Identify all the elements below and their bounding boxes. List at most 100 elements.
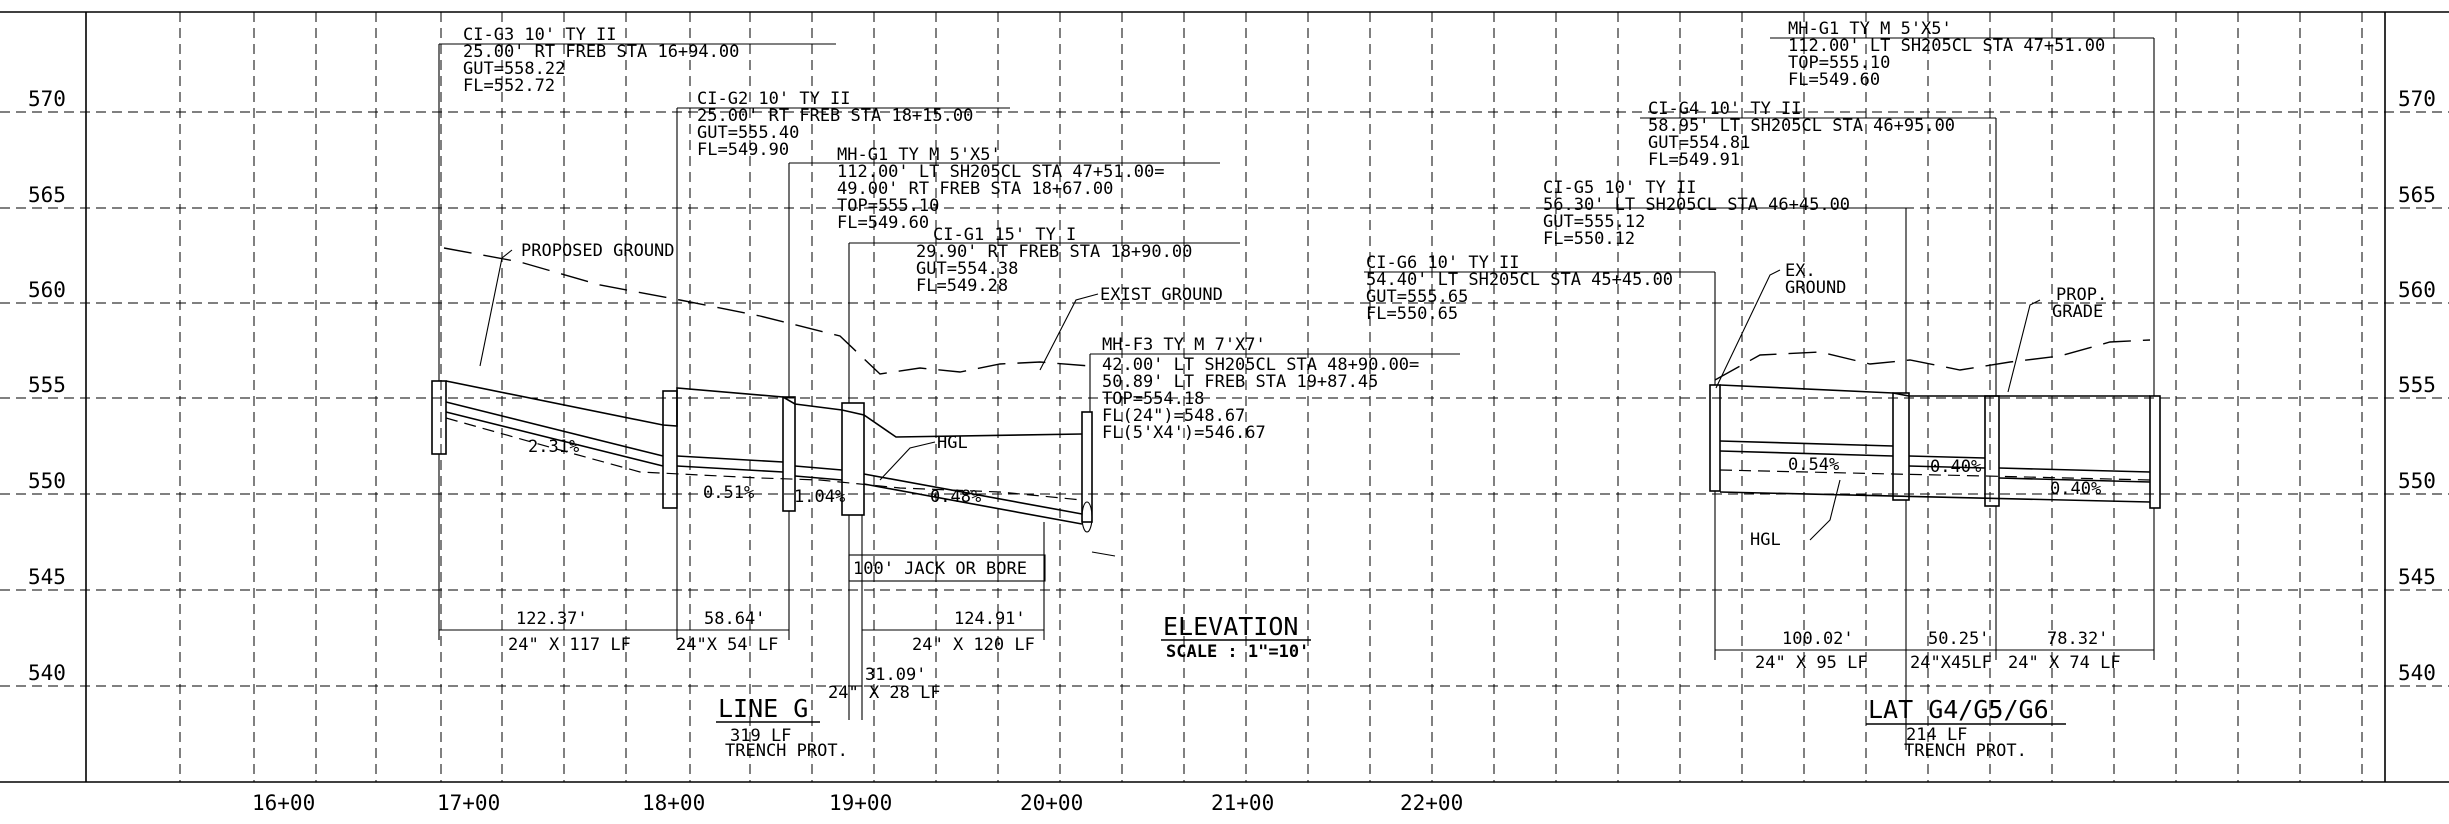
structure-id: CI-G1 15' TY I xyxy=(933,225,1076,245)
structure-id: CI-G6 10' TY II xyxy=(1366,253,1520,273)
elev-label: 550 xyxy=(2398,469,2436,493)
structure-fl: FL=549.90 xyxy=(697,140,789,160)
station-label: 19+00 xyxy=(829,791,892,815)
ci-g6-label: CI-G6 10' TY II 54.40' LT SH205CL STA 45… xyxy=(1364,253,1715,324)
station-label: 21+00 xyxy=(1211,791,1274,815)
exist-ground-callout: EXIST GROUND xyxy=(1100,285,1223,305)
elevation-title: ELEVATION xyxy=(1163,612,1298,641)
dimension-label: 78.32' xyxy=(2047,629,2108,649)
station-label: 17+00 xyxy=(437,791,500,815)
dimension-label: 31.09' xyxy=(865,665,926,685)
structure-ci-g2 xyxy=(662,390,678,509)
elevation-labels-left: 570 565 560 555 550 545 540 xyxy=(28,87,66,685)
slope-label: 2.31% xyxy=(528,437,579,457)
dimension-label: 124.91' xyxy=(954,609,1026,629)
ci-g4-label: CI-G4 10' TY II 58.95' LT SH205CL STA 46… xyxy=(1640,99,1996,170)
structure-location: 42.00' LT SH205CL STA 48+90.00= xyxy=(1102,355,1419,375)
structure-fl-box: FL(5'X4')=546.67 xyxy=(1102,423,1266,443)
slope-label: 0.40% xyxy=(1930,457,1981,477)
dimension-label: 100.02' xyxy=(1782,629,1854,649)
station-label: 22+00 xyxy=(1400,791,1463,815)
structure-id: MH-G1 TY M 5'X5' xyxy=(1788,19,1952,39)
line-g-profile xyxy=(431,44,1116,557)
elev-label: 545 xyxy=(28,565,66,589)
structure-location: 25.00' RT FREB STA 16+94.00 xyxy=(463,42,739,62)
pipe-label: 24" X 28 LF xyxy=(828,683,941,703)
line-g-trench: TRENCH PROT. xyxy=(725,741,848,761)
slope-label: 0.51% xyxy=(703,483,754,503)
structure-location: 112.00' LT SH205CL STA 47+51.00= xyxy=(837,162,1165,182)
jack-bore-label: 100' JACK OR BORE xyxy=(853,559,1027,579)
structure-gut: GUT=554.81 xyxy=(1648,133,1750,153)
hgl-callout: HGL xyxy=(937,433,968,453)
lat-g4-length: 214 LF xyxy=(1906,725,1967,745)
elevation-scale: SCALE : 1"=10' xyxy=(1166,642,1309,662)
structure-gut: GUT=554.38 xyxy=(916,259,1018,279)
elev-label: 560 xyxy=(28,278,66,302)
structure-top: TOP=554.18 xyxy=(1102,389,1204,409)
structure-id: CI-G4 10' TY II xyxy=(1648,99,1802,119)
mh-f3-label: MH-F3 TY M 7'X7' 42.00' LT SH205CL STA 4… xyxy=(1090,335,1460,443)
elev-label: 555 xyxy=(2398,373,2436,397)
structure-location: 112.00' LT SH205CL STA 47+51.00 xyxy=(1788,36,2105,56)
structure-gut: GUT=555.65 xyxy=(1366,287,1468,307)
structure-ci-g6 xyxy=(1709,384,1721,492)
elev-label: 565 xyxy=(2398,183,2436,207)
structure-fl: FL=549.28 xyxy=(916,276,1008,296)
dimension-label: 50.25' xyxy=(1928,629,1989,649)
elev-label: 570 xyxy=(2398,87,2436,111)
structure-gut: GUT=555.12 xyxy=(1543,212,1645,232)
horizontal-grid xyxy=(0,111,2449,687)
structure-fl: FL=552.72 xyxy=(463,76,555,96)
structure-fl: FL=549.60 xyxy=(837,213,929,233)
structure-mh-f3 xyxy=(1081,411,1093,523)
lat-dimensions xyxy=(1714,491,2155,750)
pipe-label: 24"X 54 LF xyxy=(676,635,778,655)
dimension-label: 58.64' xyxy=(704,609,765,629)
station-label: 18+00 xyxy=(642,791,705,815)
station-label: 16+00 xyxy=(252,791,315,815)
structure-id: CI-G3 10' TY II xyxy=(463,25,617,45)
ci-g1-label: CI-G1 15' TY I 29.90' RT FREB STA 18+90.… xyxy=(849,225,1240,296)
lat-g4-trench: TRENCH PROT. xyxy=(1904,741,2027,761)
structure-id: MH-F3 TY M 7'X7' xyxy=(1102,335,1266,355)
structure-location: 54.40' LT SH205CL STA 45+45.00 xyxy=(1366,270,1673,290)
structure-location-2: 50.89' LT FREB STA 19+87.45 xyxy=(1102,372,1378,392)
lat-g4-title-block: LAT G4/G5/G6 214 LF TRENCH PROT. xyxy=(1866,695,2066,761)
dimension-label: 122.37' xyxy=(516,609,588,629)
elev-label: 540 xyxy=(2398,661,2436,685)
structure-gut: GUT=555.40 xyxy=(697,123,799,143)
ex-ground-callout: EX. xyxy=(1785,261,1816,281)
elev-label: 555 xyxy=(28,373,66,397)
line-g-dimensions xyxy=(438,454,1045,720)
slope-label: 1.04% xyxy=(794,487,845,507)
structure-gut: GUT=558.22 xyxy=(463,59,565,79)
pipe-label: 24" X 95 LF xyxy=(1755,653,1868,673)
pipe-label: 24" X 117 LF xyxy=(508,635,631,655)
slope-label: 0.40% xyxy=(2050,479,2101,499)
structure-ci-g3 xyxy=(431,380,447,455)
station-labels: 16+00 17+00 18+00 19+00 20+00 21+00 22+0… xyxy=(252,791,1463,815)
ci-g2-label: CI-G2 10' TY II 25.00' RT FREB STA 18+15… xyxy=(677,89,1010,160)
ex-ground-callout: GROUND xyxy=(1785,278,1846,298)
structure-location: 58.95' LT SH205CL STA 46+95.00 xyxy=(1648,116,1955,136)
vertical-grid xyxy=(179,12,2363,782)
line-g-title: LINE G xyxy=(718,694,808,723)
station-label: 20+00 xyxy=(1020,791,1083,815)
elev-label: 560 xyxy=(2398,278,2436,302)
structure-fl: FL=550.65 xyxy=(1366,304,1458,324)
structure-id: CI-G2 10' TY II xyxy=(697,89,851,109)
ci-g5-label: CI-G5 10' TY II 56.30' LT SH205CL STA 46… xyxy=(1540,178,1906,249)
structure-fl: FL=550.12 xyxy=(1543,229,1635,249)
mh-g1-label: MH-G1 TY M 5'X5' 112.00' LT SH205CL STA … xyxy=(789,145,1220,233)
elev-label: 545 xyxy=(2398,565,2436,589)
slope-label: 0.54% xyxy=(1788,455,1839,475)
structure-mh-g1-lat xyxy=(2149,395,2161,509)
structure-location-2: 49.00' RT FREB STA 18+67.00 xyxy=(837,179,1113,199)
line-g-length: 319 LF xyxy=(730,726,791,746)
structure-fl: FL=549.60 xyxy=(1788,70,1880,90)
lat-g4-profile xyxy=(1709,38,2161,541)
structure-location: 25.00' RT FREB STA 18+15.00 xyxy=(697,106,973,126)
slope-label: 0.48% xyxy=(930,487,981,507)
pipe-label: 24"X45LF xyxy=(1910,653,1992,673)
